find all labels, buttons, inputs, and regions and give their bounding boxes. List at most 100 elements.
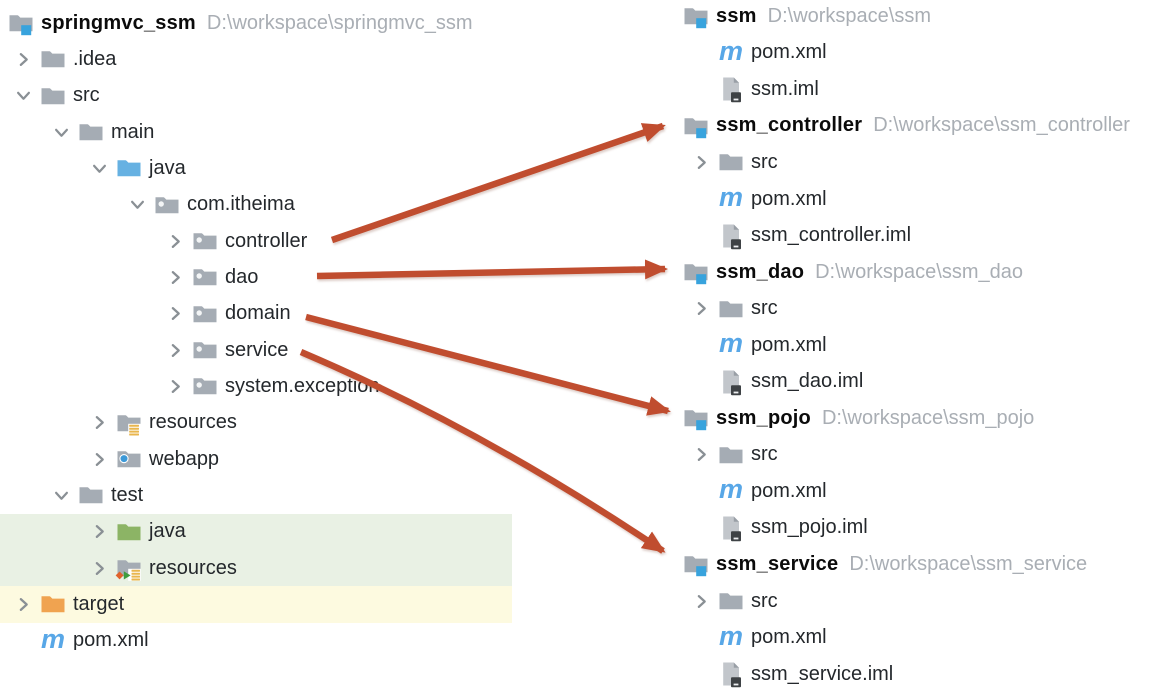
tree-item-label: test: [111, 483, 144, 506]
chevron-right-icon[interactable]: [685, 153, 718, 171]
tree-row-ssm-service-iml[interactable]: ssm_service.iml: [650, 656, 1156, 693]
chevron-down-icon[interactable]: [45, 123, 78, 141]
tree-item-label: pom.xml: [751, 41, 827, 64]
maven-file-icon: m: [718, 474, 744, 505]
chevron-down-icon[interactable]: [83, 159, 116, 177]
chevron-right-icon[interactable]: [159, 232, 192, 250]
chevron-right-icon[interactable]: [83, 450, 116, 468]
tree-row-java[interactable]: java: [0, 150, 512, 186]
tree-row-java[interactable]: java: [0, 513, 512, 550]
tree-row-src[interactable]: src: [650, 290, 1156, 327]
project-folder-icon: [683, 113, 709, 139]
chevron-right-icon[interactable]: [159, 377, 192, 395]
tree-row-src[interactable]: src: [650, 144, 1156, 181]
chevron-spacer: [685, 665, 718, 683]
tree-row-src[interactable]: src: [0, 78, 512, 114]
chevron-spacer: [685, 44, 718, 62]
tree-row-resources[interactable]: resources: [0, 405, 512, 441]
tree-item-label: system.exception: [225, 374, 380, 397]
folder-icon: [40, 83, 66, 109]
maven-m-glyph: m: [718, 474, 743, 505]
tree-row-main[interactable]: main: [0, 114, 512, 150]
test-resources-folder-icon: [115, 555, 142, 581]
chevron-right-icon[interactable]: [159, 268, 192, 286]
maven-file-icon: m: [718, 37, 744, 66]
module-file-icon: [718, 515, 744, 542]
tree-row-ssm-dao-iml[interactable]: ssm_dao.iml: [650, 363, 1156, 400]
package-folder-icon: [154, 192, 180, 218]
folder-icon: [718, 149, 744, 175]
chevron-right-icon[interactable]: [83, 559, 116, 577]
tree-row-src[interactable]: src: [650, 583, 1156, 620]
package-folder-icon: [192, 264, 218, 290]
tree-row-pom-xml[interactable]: m pom.xml: [650, 35, 1156, 72]
tree-item-label: ssm_controller.iml: [751, 224, 912, 247]
tree-row-ssm-pojo-iml[interactable]: ssm_pojo.iml: [650, 510, 1156, 547]
tree-row-dao[interactable]: dao: [0, 259, 512, 295]
tree-row-resources[interactable]: resources: [0, 549, 512, 587]
module-file-icon: [718, 661, 744, 688]
tree-row-service[interactable]: service: [0, 332, 512, 368]
tree-item-label: .idea: [73, 47, 117, 70]
maven-m-glyph: m: [718, 182, 743, 212]
tree-row-com-itheima[interactable]: com.itheima: [0, 187, 512, 223]
chevron-right-icon[interactable]: [685, 446, 718, 464]
chevron-down-icon[interactable]: [121, 196, 154, 214]
folder-icon: [40, 46, 66, 72]
chevron-right-icon[interactable]: [7, 50, 40, 68]
tree-row-domain[interactable]: domain: [0, 296, 512, 332]
project-folder-icon: [683, 551, 709, 577]
tree-row-webapp[interactable]: webapp: [0, 441, 512, 477]
tree-item-label: pom.xml: [751, 333, 827, 356]
module-file-icon: [718, 369, 744, 395]
chevron-spacer: [685, 482, 718, 500]
tree-item-label: pom.xml: [751, 479, 827, 502]
tree-item-label: main: [111, 120, 155, 143]
chevron-right-icon[interactable]: [83, 523, 116, 541]
folder-icon: [78, 482, 104, 508]
project-root-path: D:\workspace\ssm_pojo: [821, 406, 1035, 429]
chevron-spacer: [685, 80, 718, 98]
tree-row-ssm-controller-iml[interactable]: ssm_controller.iml: [650, 217, 1156, 254]
tree-row-controller[interactable]: controller: [0, 223, 512, 259]
tree-row-test[interactable]: test: [0, 477, 512, 513]
tree-item-label: src: [751, 443, 778, 466]
chevron-right-icon[interactable]: [159, 341, 192, 359]
tree-row-target[interactable]: target: [0, 586, 512, 623]
chevron-spacer: [685, 373, 718, 391]
project-folder-icon: [8, 10, 34, 36]
tree-row-pom-xml[interactable]: m pom.xml: [650, 327, 1156, 364]
project-root-path: D:\workspace\springmvc_ssm: [206, 11, 473, 34]
tree-row-src[interactable]: src: [650, 437, 1156, 474]
project-root-name: ssm_controller: [716, 114, 863, 137]
tree-row-ssm-controller[interactable]: ssm_controller D:\workspace\ssm_controlle…: [650, 108, 1156, 145]
chevron-down-icon[interactable]: [45, 486, 78, 504]
webapp-folder-icon: [116, 446, 142, 472]
chevron-right-icon[interactable]: [685, 300, 718, 318]
tree-row-pom-xml[interactable]: m pom.xml: [650, 473, 1156, 510]
chevron-down-icon[interactable]: [7, 87, 40, 105]
project-root-path: D:\workspace\ssm_controller: [873, 114, 1130, 137]
chevron-right-icon[interactable]: [685, 592, 718, 610]
tree-row-system-exception[interactable]: system.exception: [0, 368, 512, 404]
tree-row-ssm-iml[interactable]: ssm.iml: [650, 71, 1156, 108]
chevron-right-icon[interactable]: [7, 595, 40, 613]
chevron-spacer: [685, 519, 718, 537]
tree-row-idea[interactable]: .idea: [0, 41, 512, 77]
folder-icon: [718, 442, 744, 468]
chevron-right-icon[interactable]: [83, 414, 116, 432]
maven-file-icon: m: [718, 330, 744, 358]
project-root-name: ssm_dao: [716, 260, 805, 283]
tree-item-label: java: [149, 520, 186, 543]
chevron-right-icon[interactable]: [159, 305, 192, 323]
chevron-spacer: [685, 227, 718, 245]
